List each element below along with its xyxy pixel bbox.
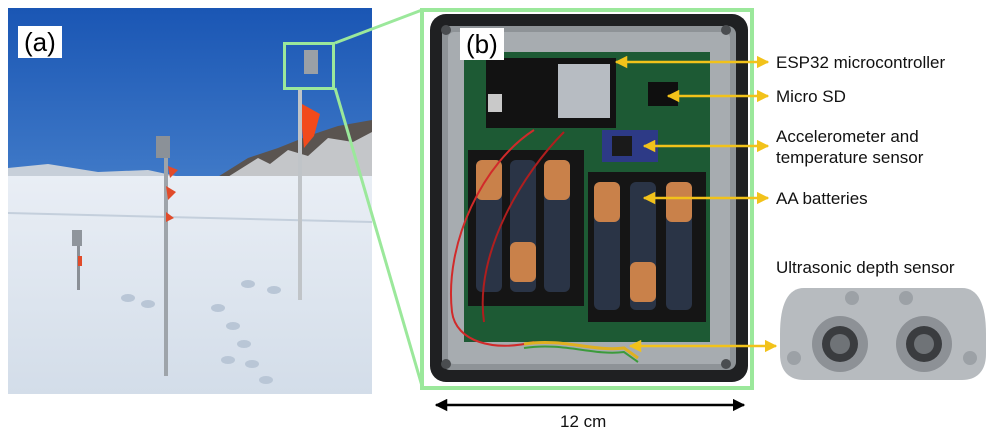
depth-sensor-photo	[780, 284, 986, 384]
depth-sensor-label: Ultrasonic depth sensor	[776, 258, 955, 277]
wire-red	[450, 129, 535, 347]
field-photo: (a)	[7, 8, 373, 394]
panel-b-label: (b)	[460, 28, 504, 60]
battery-pack-left	[468, 150, 584, 306]
depth-sensor-illustration	[780, 288, 986, 380]
enclosure-photo: (b)	[420, 8, 754, 390]
callout-esp32: ESP32 microcontroller	[776, 53, 946, 72]
callout-micro-sd: Micro SD	[776, 87, 846, 106]
panel-a-label: (a)	[18, 26, 62, 58]
callout-accelerometer: Accelerometer and temperature sensor	[776, 127, 924, 167]
enclosure-illustration	[430, 14, 748, 382]
callout-batteries: AA batteries	[776, 189, 868, 208]
zoom-source-box	[283, 42, 335, 90]
orange-flag	[302, 104, 320, 148]
pole-middle	[164, 154, 168, 376]
scale-label: 12 cm	[560, 412, 607, 431]
field-photo-illustration	[7, 8, 373, 394]
wire-bundle	[523, 340, 639, 360]
pole-small	[77, 244, 80, 290]
pole-tall	[298, 88, 302, 300]
